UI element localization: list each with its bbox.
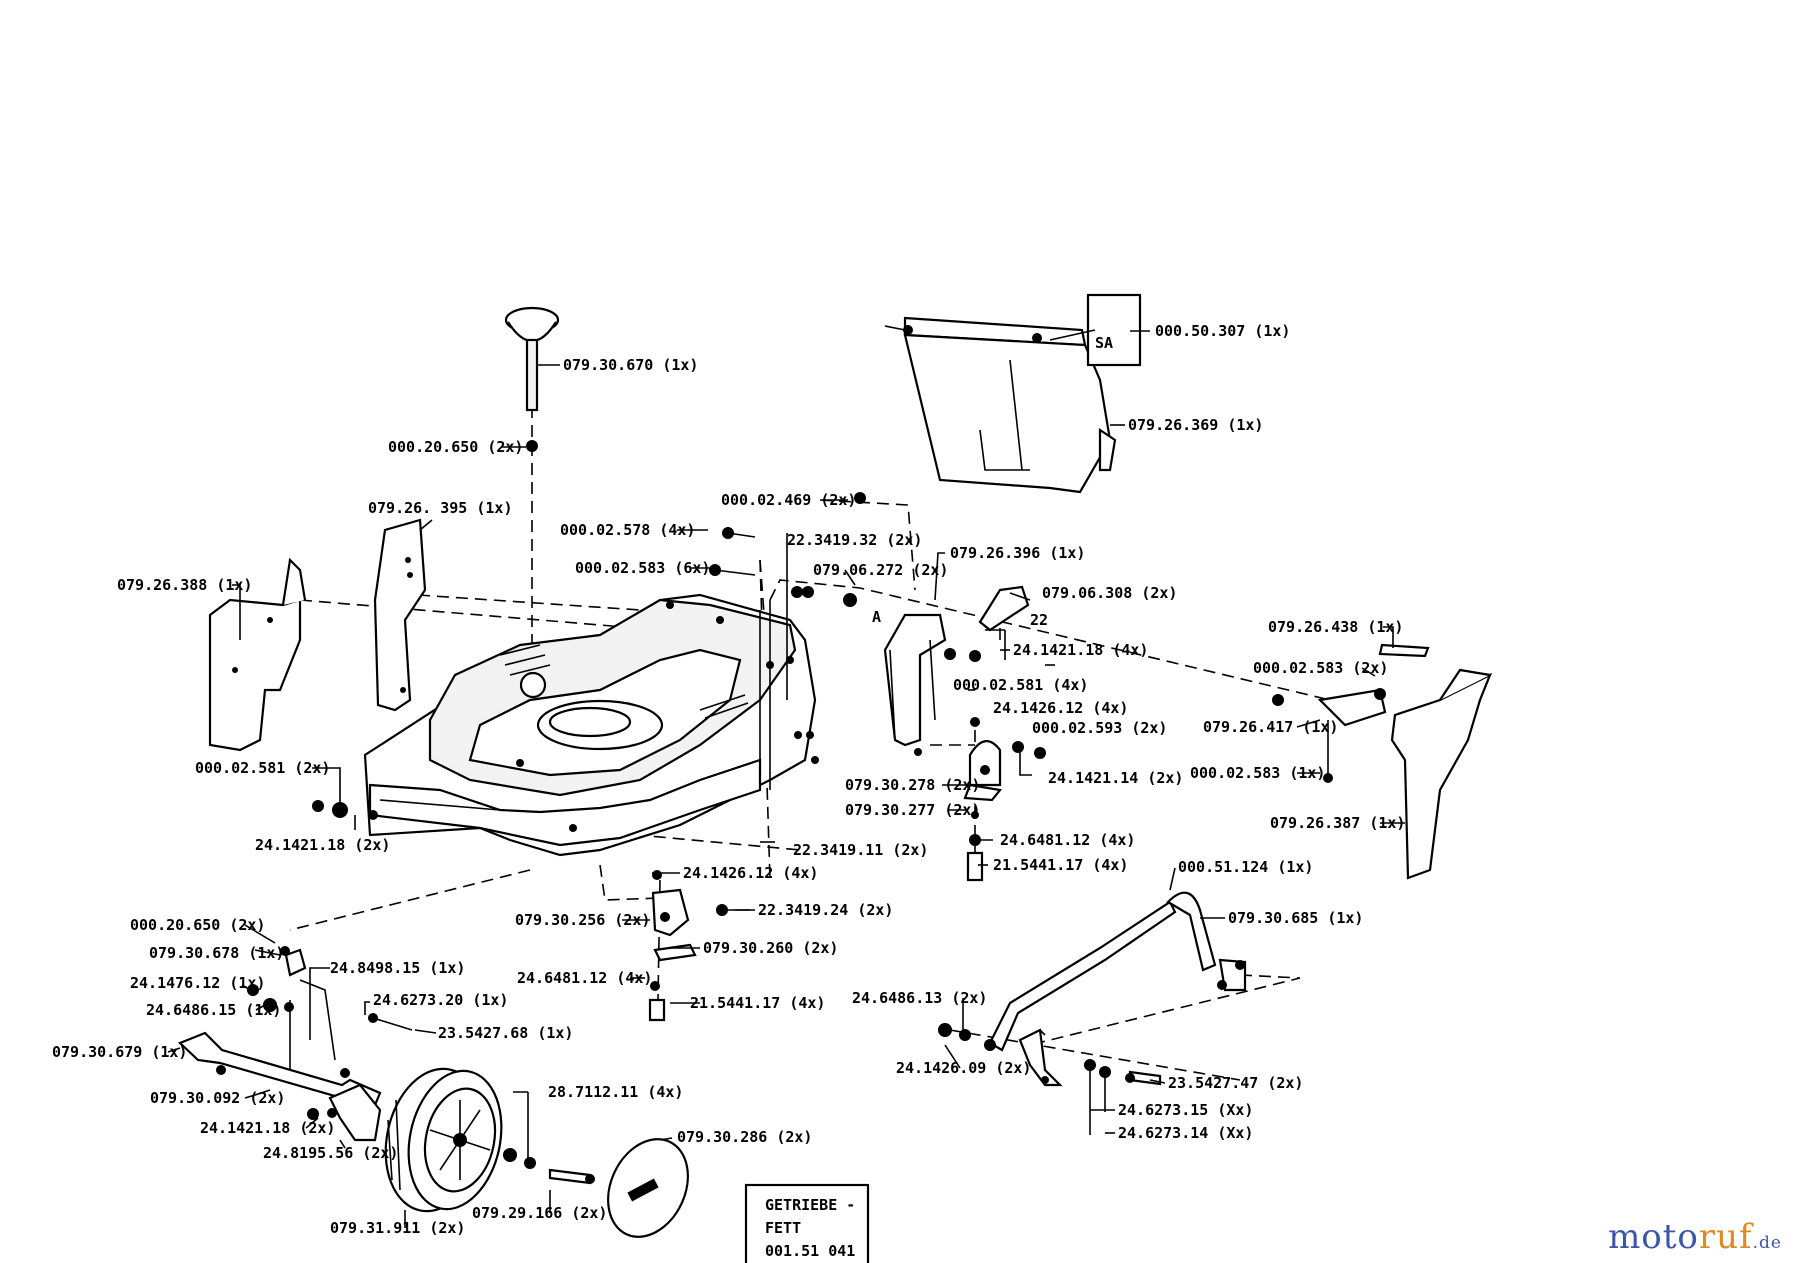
callout-079-30-278: 079.30.278 (2x): [845, 776, 980, 794]
leader-lines: [167, 330, 1405, 1228]
callout-000-51-124: 000.51.124 (1x): [1178, 858, 1313, 876]
grease-line-2: FETT: [765, 1219, 801, 1237]
callout-079-30-260: 079.30.260 (2x): [703, 939, 838, 957]
callout-labels: 079.30.670 (1x) 000.20.650 (2x) 079.26. …: [52, 322, 1405, 1237]
callout-000-02-581-4x: 000.02.581 (4x): [953, 676, 1088, 694]
callout-079-26-387: 079.26.387 (1x): [1270, 814, 1405, 832]
grease-line-1: GETRIEBE -: [765, 1196, 855, 1214]
callout-24-6273-14: 24.6273.14 (Xx): [1118, 1124, 1253, 1142]
callout-079-30-092: 079.30.092 (2x): [150, 1089, 285, 1107]
rear-height-lever: [963, 717, 1046, 882]
brand-watermark: motoruf.de: [1608, 1217, 1782, 1257]
callout-28-7112-11: 28.7112.11 (4x): [548, 1083, 683, 1101]
callout-24-1421-18-2x-axle: 24.1421.18 (2x): [200, 1119, 335, 1137]
callout-24-1421-18-2x-deck: 24.1421.18 (2x): [255, 836, 390, 854]
marker-sa: SA: [1095, 334, 1113, 352]
callout-000-02-583-2x: 000.02.583 (2x): [1253, 659, 1388, 677]
callout-24-1426-09: 24.1426.09 (2x): [896, 1059, 1031, 1077]
callout-079-30-256: 079.30.256 (2x): [515, 911, 650, 929]
callout-24-6481-12-center: 24.6481.12 (4x): [517, 969, 652, 987]
callout-24-8195-56: 24.8195.56 (2x): [263, 1144, 398, 1162]
right-side-deflector: [1272, 643, 1493, 880]
rear-axle-handle: [938, 891, 1247, 1135]
callout-23-5427-68: 23.5427.68 (1x): [438, 1024, 573, 1042]
callout-24-1476-12: 24.1476.12 (1x): [130, 974, 265, 992]
callout-23-5427-47: 23.5427.47 (2x): [1168, 1074, 1303, 1092]
hub-cap: [607, 1138, 689, 1238]
callout-24-1426-12-center: 24.1426.12 (4x): [683, 864, 818, 882]
callout-24-6481-12-upper: 24.6481.12 (4x): [1000, 831, 1135, 849]
callout-079-26-396: 079.26.396 (1x): [950, 544, 1085, 562]
callout-079-30-286: 079.30.286 (2x): [677, 1128, 812, 1146]
callout-079-30-277: 079.30.277 (2x): [845, 801, 980, 819]
marker-dim-22: 22: [1030, 611, 1048, 629]
grease-line-3: 001.51 041: [765, 1242, 855, 1260]
callout-079-30-670: 079.30.670 (1x): [563, 356, 698, 374]
callout-000-02-581-2x: 000.02.581 (2x): [195, 759, 330, 777]
callout-22-3419-32: 22.3419.32 (2x): [787, 531, 922, 549]
callout-079-30-678: 079.30.678 (1x): [149, 944, 284, 962]
callout-079-31-911: 079.31.911 (2x): [330, 1219, 465, 1237]
brand-part-2: ruf: [1698, 1217, 1753, 1257]
callout-000-02-578: 000.02.578 (4x): [560, 521, 695, 539]
marker-a: A: [872, 608, 881, 626]
callout-22-3419-24: 22.3419.24 (2x): [758, 901, 893, 919]
brand-part-1: moto: [1608, 1217, 1699, 1257]
callout-079-06-308: 079.06.308 (2x): [1042, 584, 1177, 602]
callout-079-30-679: 079.30.679 (1x): [52, 1043, 187, 1061]
callout-079-26-417: 079.26.417 (1x): [1203, 718, 1338, 736]
callout-079-26-395: 079.26. 395 (1x): [368, 499, 513, 517]
callout-000-02-583-1x: 000.02.583 (1x): [1190, 764, 1325, 782]
mower-deck: [312, 593, 819, 857]
brand-part-3: .de: [1752, 1233, 1782, 1253]
left-bracket: [373, 518, 427, 712]
callout-079-26-438: 079.26.438 (1x): [1268, 618, 1403, 636]
rear-flap-bracket: [709, 492, 1030, 756]
callout-079-26-369: 079.26.369 (1x): [1128, 416, 1263, 434]
height-adjust-knob: [504, 306, 560, 452]
callout-22-3419-11: 22.3419.11 (2x): [793, 841, 928, 859]
callout-000-02-469: 000.02.469 (2x): [721, 491, 856, 509]
front-axle-assembly: [177, 946, 413, 1142]
callout-21-5441-17-center: 21.5441.17 (4x): [690, 994, 825, 1012]
callout-000-50-307: 000.50.307 (1x): [1155, 322, 1290, 340]
callout-000-02-593: 000.02.593 (2x): [1032, 719, 1167, 737]
callout-000-20-650: 000.20.650 (2x): [388, 438, 523, 456]
callout-079-06-272: 079.06.272 (2x): [813, 561, 948, 579]
grease-note-box: GETRIEBE - FETT 001.51 041: [744, 1183, 870, 1263]
left-side-flap: [208, 557, 307, 752]
callout-21-5441-17-upper: 21.5441.17 (4x): [993, 856, 1128, 874]
grass-catcher-bag: [884, 293, 1142, 494]
callout-24-8498-15: 24.8498.15 (1x): [330, 959, 465, 977]
front-wheel: [384, 1067, 595, 1213]
callout-24-6273-15: 24.6273.15 (Xx): [1118, 1101, 1253, 1119]
callout-24-6486-15: 24.6486.15 (1x): [146, 1001, 281, 1019]
callout-079-30-685: 079.30.685 (1x): [1228, 909, 1363, 927]
callout-24-6273-20: 24.6273.20 (1x): [373, 991, 508, 1009]
callout-24-1421-14: 24.1421.14 (2x): [1048, 769, 1183, 787]
callout-079-29-166: 079.29.166 (2x): [472, 1204, 607, 1222]
callout-079-26-388: 079.26.388 (1x): [117, 576, 252, 594]
callout-24-6486-13: 24.6486.13 (2x): [852, 989, 987, 1007]
reference-markers: SA A 22: [872, 334, 1113, 629]
callout-000-02-583-6x: 000.02.583 (6x): [575, 559, 710, 577]
callout-24-1421-18-4x: 24.1421.18 (4x): [1013, 641, 1148, 659]
callout-000-20-650-lower: 000.20.650 (2x): [130, 916, 265, 934]
callout-24-1426-12-upper: 24.1426.12 (4x): [993, 699, 1128, 717]
